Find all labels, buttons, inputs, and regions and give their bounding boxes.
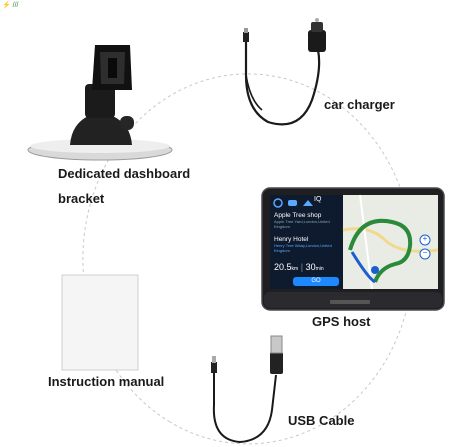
go-button[interactable]: GO [293,277,339,286]
route-alt-line [350,251,376,284]
destination-2-name: Henry Hotel [274,236,309,243]
usb-cable-label: USB Cable [288,413,355,428]
gps-host-label: GPS host [312,314,371,329]
usb-cable-image [211,335,283,444]
destination-1-name: Apple Tree shop [274,212,322,219]
bracket-label-line2: bracket [58,191,105,206]
bracket-label-line1: Dedicated dashboard [58,166,191,181]
destination-1-address: Apple Tree Yard,London,United Kingdom [274,219,330,229]
dashboard-bracket-image [27,45,173,161]
trip-summary: 20.5km | 30min [274,262,324,272]
corner-mark: ⚡ /// [2,2,19,9]
trip-time: 30 [305,262,316,272]
destination-2[interactable]: Henry Hotel Henry Tree Waay,London,Unite… [274,236,342,253]
destination-1[interactable]: Apple Tree shop Apple Tree Yard,London,U… [274,212,342,229]
car-charger-image [243,18,326,126]
destination-2-address: Henry Tree Waay,London,United Kingdom [274,243,332,253]
trip-time-unit: min [315,266,324,272]
dashed-connector-arc [169,73,414,445]
instruction-manual-image [61,274,139,371]
instruction-manual-label: Instruction manual [48,374,165,389]
screen-top-label: IQ [314,196,322,203]
dashed-connector-arc-left [82,74,231,423]
route-line [348,218,413,283]
trip-distance-unit: km [291,266,299,272]
car-charger-label: car charger [324,97,395,112]
zoom-out-button[interactable]: − [422,248,428,257]
trip-distance: 20.5 [274,262,292,272]
zoom-in-button[interactable]: + [422,234,428,243]
